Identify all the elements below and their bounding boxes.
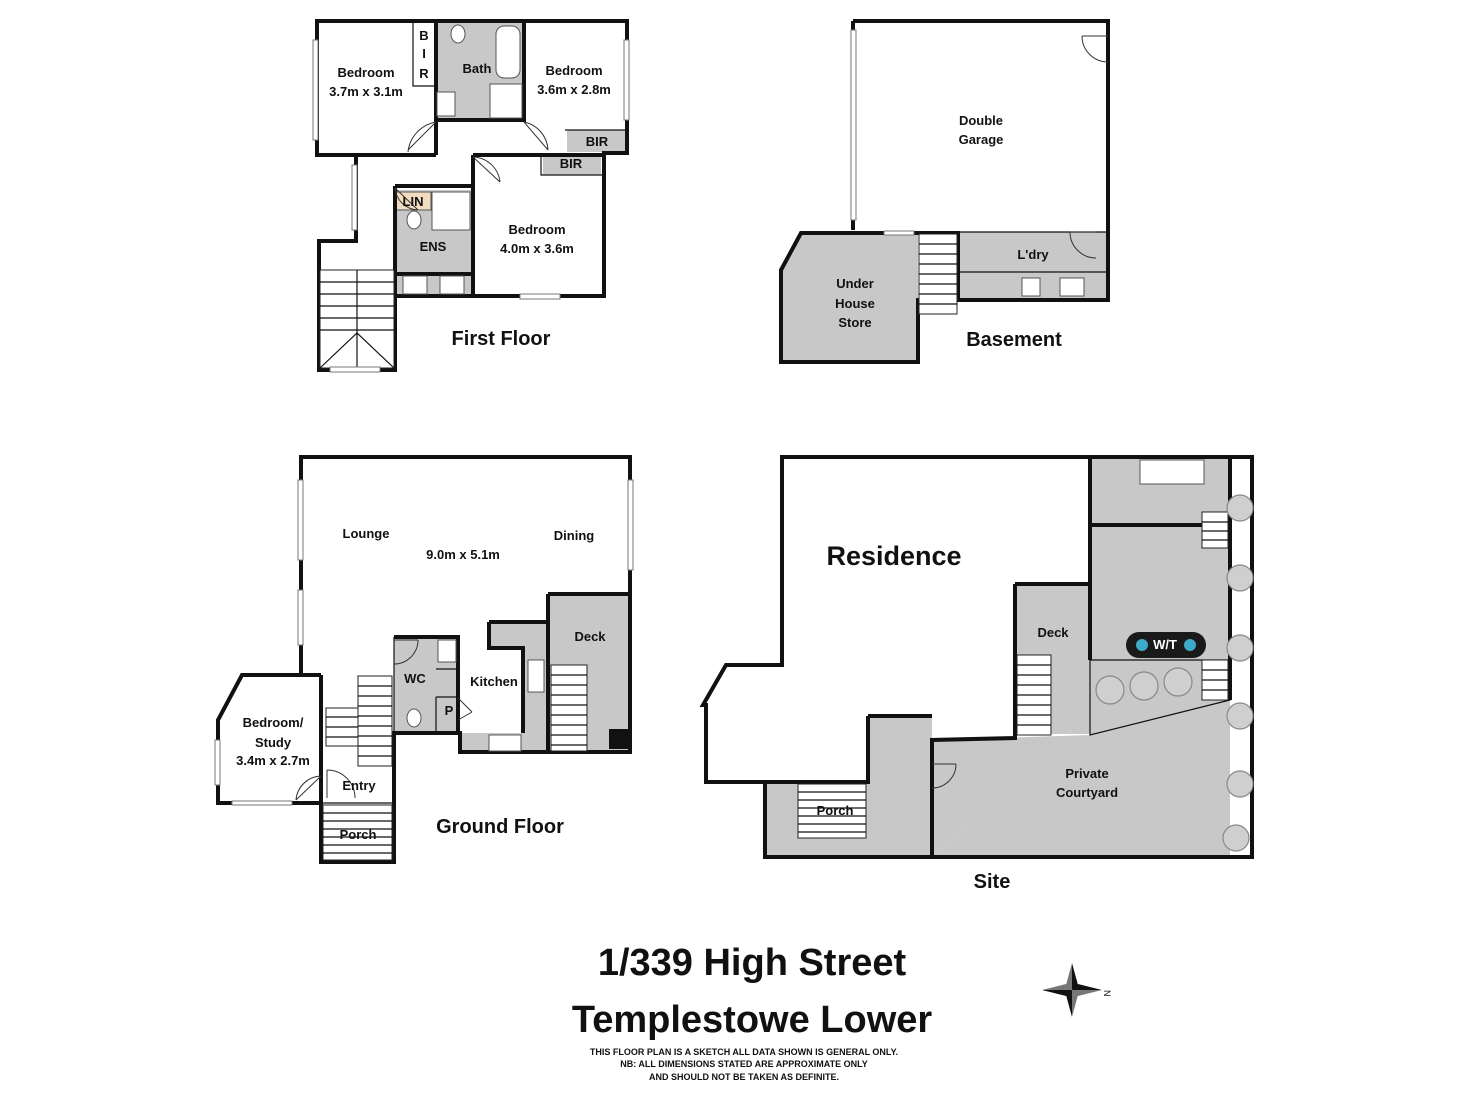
gf-lounge-label: Lounge (343, 526, 390, 541)
ff-bir-letter-b: B (419, 28, 428, 43)
ff-bir1-label: BIR (586, 134, 609, 149)
ff-lin-label: LIN (403, 194, 424, 209)
bs-garage-line1: Double (959, 113, 1003, 128)
gf-dining-label: Dining (554, 528, 594, 543)
ff-bir-letter-r: R (419, 66, 429, 81)
ff-bedroom1-size: 3.7m x 3.1m (329, 84, 403, 99)
courtyard-trees (1095, 494, 1254, 852)
first-floor-plan (312, 19, 630, 373)
disclaimer-line2: NB: ALL DIMENSIONS STATED ARE APPROXIMAT… (620, 1059, 868, 1069)
gf-kitchen-label: Kitchen (470, 674, 518, 689)
bs-store-line2: House (835, 296, 875, 311)
bs-garage-line2: Garage (959, 132, 1004, 147)
bs-laundry-label: L'dry (1017, 247, 1049, 262)
ff-ens-label: ENS (420, 239, 447, 254)
address-line2: Templestowe Lower (572, 999, 933, 1041)
site-plan (699, 455, 1254, 859)
bs-store-line1: Under (836, 276, 874, 291)
ff-bir2-label: BIR (560, 156, 583, 171)
gf-entry-label: Entry (342, 778, 376, 793)
bs-store-line3: Store (838, 315, 871, 330)
first-floor-title: First Floor (452, 328, 551, 350)
site-water-tank-label: W/T (1153, 637, 1177, 652)
north-arrow-icon: N (1042, 963, 1112, 1017)
ff-bedroom3-size: 4.0m x 3.6m (500, 241, 574, 256)
compass-north-label: N (1102, 990, 1112, 997)
gf-living-size: 9.0m x 5.1m (426, 547, 500, 562)
ff-bedroom1-name: Bedroom (337, 65, 394, 80)
disclaimer-line3: AND SHOULD NOT BE TAKEN AS DEFINITE. (649, 1072, 839, 1082)
basement-title: Basement (966, 329, 1062, 351)
site-deck-label: Deck (1037, 625, 1069, 640)
ff-bath-label: Bath (463, 61, 492, 76)
gf-bedroom-study-line2: Study (255, 735, 292, 750)
ground-floor-plan (214, 455, 634, 864)
site-residence-label: Residence (826, 541, 961, 571)
ff-bir-letter-i: I (422, 46, 426, 61)
gf-pantry-label: P (445, 703, 454, 718)
ff-bedroom2-size: 3.6m x 2.8m (537, 82, 611, 97)
site-courtyard-line1: Private (1065, 766, 1108, 781)
basement-plan (779, 19, 1110, 364)
gf-porch-label: Porch (340, 827, 377, 842)
disclaimer-line1: THIS FLOOR PLAN IS A SKETCH ALL DATA SHO… (590, 1047, 898, 1057)
site-courtyard-line2: Courtyard (1056, 785, 1118, 800)
ground-floor-title: Ground Floor (436, 816, 564, 838)
gf-bedroom-study-line1: Bedroom/ (243, 715, 304, 730)
gf-bedroom-study-size: 3.4m x 2.7m (236, 753, 310, 768)
site-title: Site (974, 871, 1011, 893)
ff-bedroom2-name: Bedroom (545, 63, 602, 78)
gf-deck-label: Deck (574, 629, 606, 644)
address-line1: 1/339 High Street (598, 942, 907, 984)
gf-wc-label: WC (404, 671, 426, 686)
site-porch-label: Porch (817, 803, 854, 818)
ff-bedroom3-name: Bedroom (508, 222, 565, 237)
